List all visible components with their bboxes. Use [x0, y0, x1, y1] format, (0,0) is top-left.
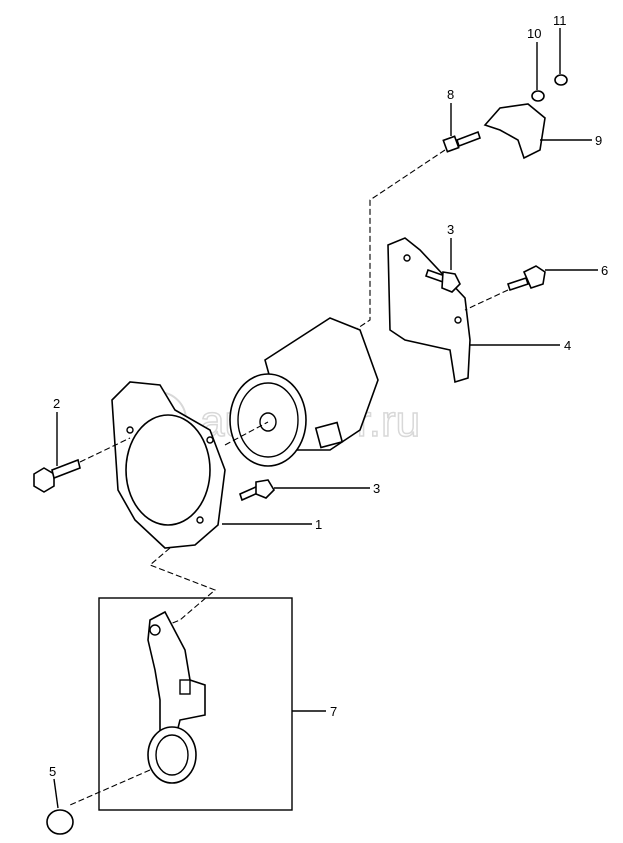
- part-3-bolt-upper: [424, 238, 461, 293]
- callout-3-upper: 3: [447, 222, 454, 237]
- part-10-washer: [531, 42, 545, 102]
- part-8-bolt: [442, 103, 482, 153]
- part-5-plug: [46, 778, 74, 835]
- callout-6: 6: [601, 263, 608, 278]
- part-6-bolt: [464, 265, 598, 311]
- part-9-bracket: [483, 103, 592, 160]
- leader-dashed-1-7: [148, 547, 217, 631]
- part-2-bolt: [33, 412, 131, 493]
- callout-7: 7: [330, 704, 337, 719]
- callout-11: 11: [553, 13, 567, 28]
- part-7-kit-box: [69, 597, 326, 811]
- callout-10: 10: [527, 26, 541, 41]
- callout-2: 2: [53, 396, 60, 411]
- leader-dashed-8: [354, 149, 446, 331]
- part-4-bracket: [387, 237, 560, 384]
- part-11-nut: [554, 28, 568, 86]
- callout-9: 9: [595, 133, 602, 148]
- part-3-bolt-lower: [239, 479, 370, 502]
- compressor-assembly: [229, 317, 379, 467]
- callout-3-lower: 3: [373, 481, 380, 496]
- part-1-throttle-body: [111, 381, 312, 549]
- callout-4: 4: [564, 338, 571, 353]
- callout-1: 1: [315, 517, 322, 532]
- callout-8: 8: [447, 87, 454, 102]
- callout-5: 5: [49, 764, 56, 779]
